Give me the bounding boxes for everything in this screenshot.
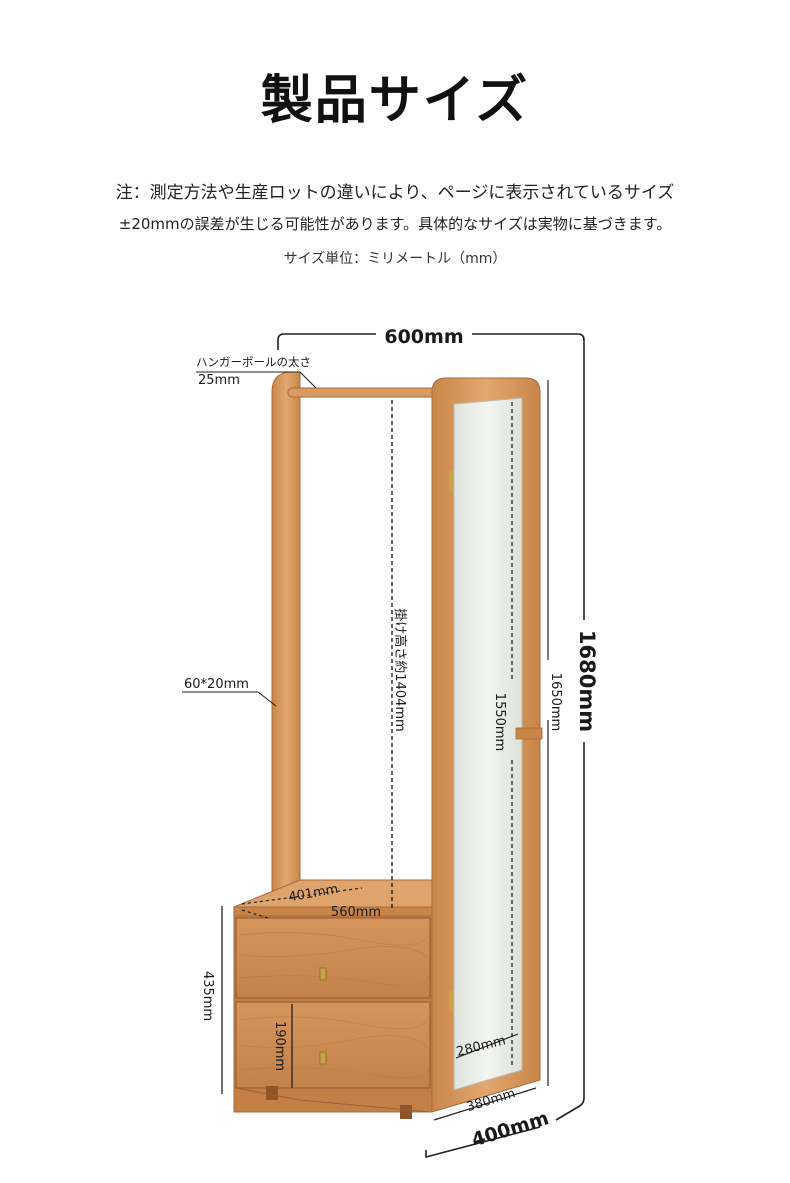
mirror-frame-height-label: 1650mm (548, 673, 563, 731)
note-line-1: 注：測定方法や生産ロットの違いにより、ページに表示されているサイズ (115, 183, 675, 203)
total-depth-label: 400mm (469, 1107, 551, 1151)
side-peg (515, 727, 543, 740)
cabinet-height-label: 435mm (200, 971, 215, 1021)
hanging-height-label: 掛け高さ約1404mm (392, 608, 408, 731)
dimension-lines (182, 333, 585, 1159)
product-dimension-diagram: 600mm 1680mm 400mm ハンガーポールの太さ 25mm 60*20… (182, 326, 599, 1159)
left-post (271, 371, 301, 901)
hanger-pole (287, 387, 437, 398)
furniture-illustration (233, 371, 543, 1119)
top-width-label: 560mm (331, 905, 381, 920)
drawer-height-label: 190mm (272, 1021, 287, 1071)
total-width-label: 600mm (384, 326, 463, 348)
total-height-label: 1680mm (575, 630, 599, 732)
page-title: 製品サイズ (260, 71, 530, 131)
pole-thickness-value: 25mm (198, 373, 240, 388)
pole-thickness-title: ハンガーポールの太さ (196, 355, 311, 369)
lower-drawer (235, 1001, 431, 1089)
unit-note: サイズ単位：ミリメートル（mm） (283, 251, 507, 267)
upper-drawer (235, 917, 431, 999)
note-line-2: ±20mmの誤差が生じる可能性があります。具体的なサイズは実物に基づきます。 (118, 215, 672, 233)
foot-left (266, 1086, 278, 1100)
upper-drawer-handle (319, 967, 327, 981)
hinge-top (449, 470, 453, 492)
lower-drawer-handle (319, 1051, 327, 1065)
frame-size-label: 60*20mm (184, 677, 249, 692)
mirror-height-label: 1550mm (492, 693, 507, 751)
hinge-bottom (449, 990, 453, 1012)
foot-right (400, 1105, 412, 1119)
mirror-glass (453, 397, 523, 1091)
